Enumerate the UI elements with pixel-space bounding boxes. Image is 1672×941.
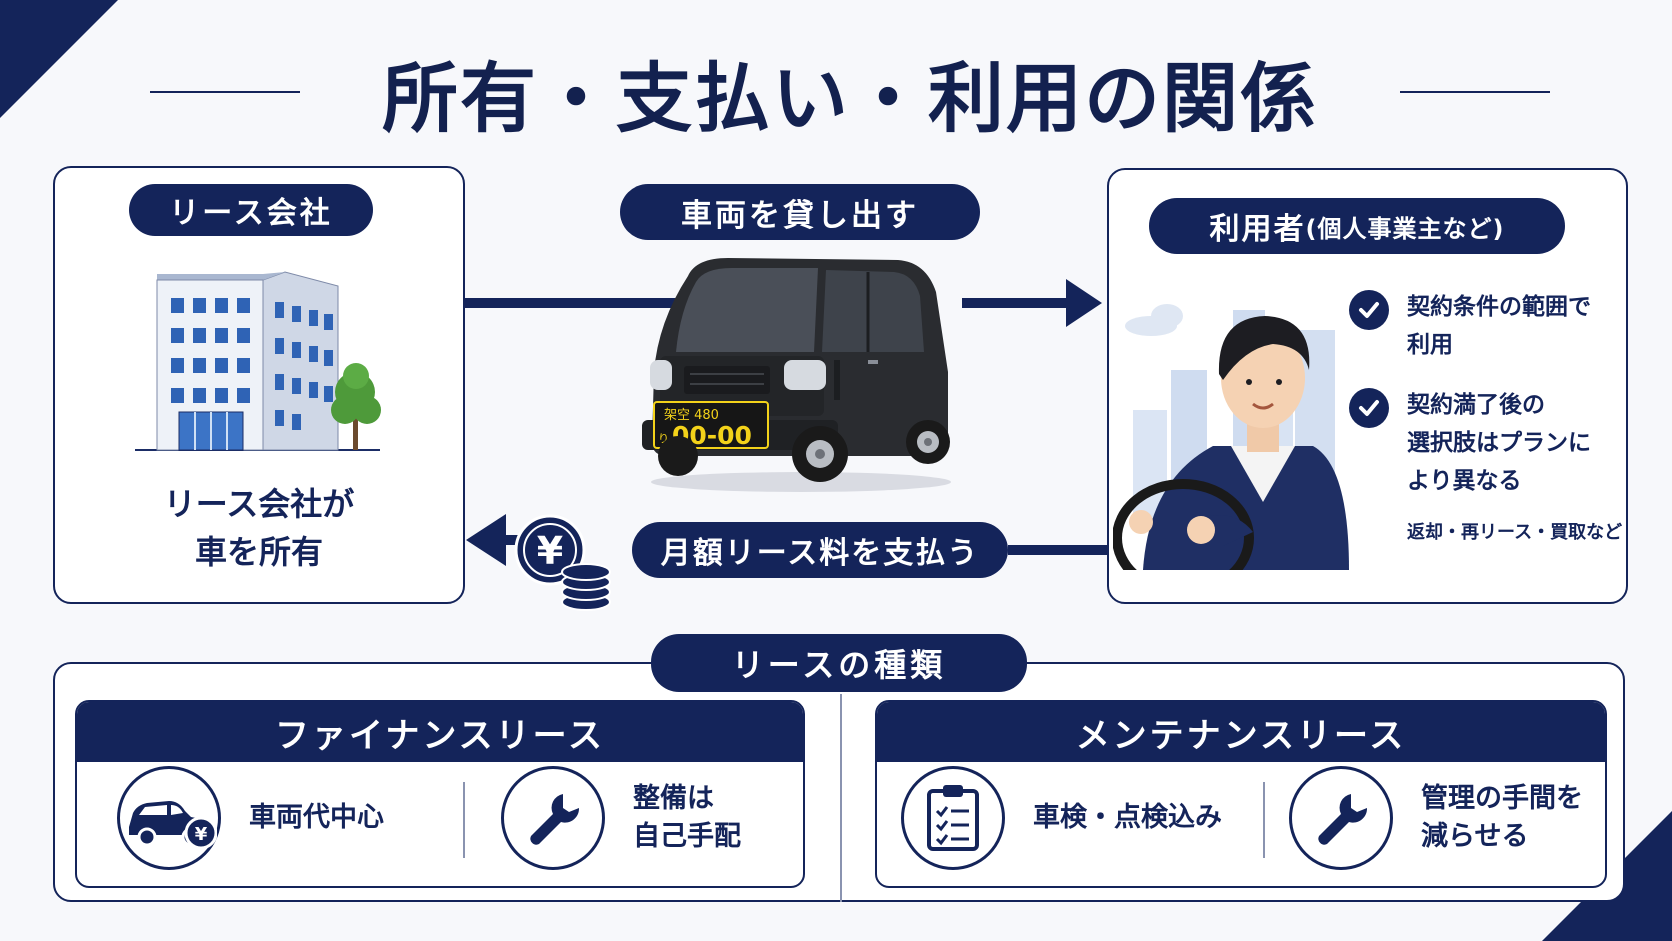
finance-feature-2-line1: 整備は (633, 783, 714, 814)
lease-types-panel: リースの種類 ファイナンスリース ¥ 車両代中心 (53, 634, 1625, 902)
lend-arrow-icon (962, 279, 1102, 327)
finance-lease-card: ファイナンスリース ¥ 車両代中心 (75, 700, 805, 888)
user-label-sub: (個人事業主など) (1305, 214, 1505, 243)
finance-feature-separator (463, 782, 465, 858)
yen-symbol: ¥ (537, 529, 563, 573)
lend-label: 車両を貸し出す (620, 184, 980, 240)
van-icon: 架空 480 り 00-00 (642, 258, 951, 492)
user-condition-2: 契約満了後の 選択肢はプランに より異なる (1349, 386, 1629, 500)
maintenance-feature-separator (1263, 782, 1265, 858)
lessor-panel: リース会社 リース会社が 車を所有 (53, 166, 465, 604)
checkmark-icon (1349, 388, 1389, 428)
pay-arrow-right-segment (1008, 545, 1108, 555)
lessor-label: リース会社 (129, 184, 373, 236)
user-panel: 利用者 (個人事業主など) 契約条件の範囲で 利用 (1107, 168, 1628, 604)
user-note: 返却・再リース・買取など (1407, 522, 1623, 543)
car-yen-icon: ¥ (117, 766, 221, 870)
user-condition-2-line1: 契約満了後の (1407, 392, 1545, 418)
lessor-caption-line1: リース会社が (163, 485, 355, 523)
maintenance-lease-card: メンテナンスリース 車検・点検込み (875, 700, 1607, 888)
maintenance-feature-2-line1: 管理の手間を (1421, 783, 1583, 814)
types-divider (840, 694, 842, 902)
corner-decoration-top-left (0, 0, 118, 118)
driver-illustration-icon (1113, 304, 1349, 570)
user-conditions-list: 契約条件の範囲で 利用 契約満了後の 選択肢はプランに より異なる 返却・再リー… (1349, 288, 1629, 544)
pay-label: 月額リース料を支払う (632, 522, 1008, 578)
yen-coin-icon: ¥ (514, 514, 611, 611)
lend-arrow-left-segment (464, 298, 680, 308)
finance-lease-title: ファイナンスリース (77, 702, 803, 762)
checklist-clipboard-icon (901, 766, 1005, 870)
checkmark-icon (1349, 290, 1389, 330)
maintenance-feature-1: 車検・点検込み (901, 766, 1222, 870)
page-title: 所有・支払い・利用の関係 (382, 54, 1318, 143)
wrench-icon (1289, 766, 1393, 870)
plate-kana-text: り (658, 432, 669, 445)
lessor-caption: リース会社が 車を所有 (55, 480, 463, 576)
finance-feature-2-text: 整備は 自己手配 (633, 780, 741, 856)
user-condition-1-line2: 利用 (1407, 332, 1453, 358)
lessor-caption-line2: 車を所有 (194, 533, 323, 571)
user-condition-1: 契約条件の範囲で 利用 (1349, 288, 1629, 364)
user-condition-1-line1: 契約条件の範囲で (1407, 294, 1591, 320)
title-rule-left (150, 91, 300, 93)
svg-text:¥: ¥ (195, 824, 208, 845)
user-label-main: 利用者 (1209, 212, 1306, 247)
wrench-icon (501, 766, 605, 870)
maintenance-feature-2-text: 管理の手間を 減らせる (1421, 780, 1583, 856)
finance-feature-2: 整備は 自己手配 (501, 766, 741, 870)
user-condition-2-line3: より異なる (1407, 468, 1522, 494)
office-building-icon (135, 271, 381, 451)
maintenance-feature-1-text: 車検・点検込み (1033, 802, 1222, 833)
maintenance-lease-title: メンテナンスリース (877, 702, 1605, 762)
plate-top-text: 架空 480 (664, 408, 719, 423)
lease-types-label: リースの種類 (651, 634, 1027, 692)
finance-feature-1: ¥ 車両代中心 (117, 766, 384, 870)
maintenance-feature-2: 管理の手間を 減らせる (1289, 766, 1583, 870)
title-row: 所有・支払い・利用の関係 (150, 42, 1550, 143)
user-condition-2-line2: 選択肢はプランに (1407, 430, 1591, 456)
finance-feature-1-text: 車両代中心 (249, 802, 384, 833)
maintenance-feature-2-line2: 減らせる (1421, 821, 1529, 852)
user-label: 利用者 (個人事業主など) (1149, 198, 1565, 254)
finance-feature-2-line2: 自己手配 (633, 821, 741, 852)
title-rule-right (1400, 91, 1550, 93)
